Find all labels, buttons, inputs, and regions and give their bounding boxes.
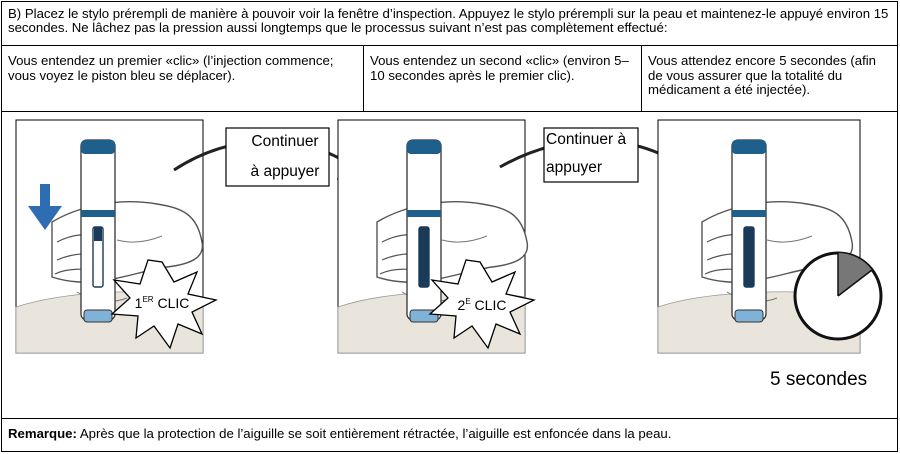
- column-wait-text: Vous attendez encore 5 secondes (afin de…: [648, 53, 877, 97]
- autoinjector-pen-3: [731, 139, 767, 323]
- timer-icon: [793, 251, 883, 341]
- column-second-click: Vous entendez un second «clic» (environ …: [364, 46, 642, 112]
- click-burst-1: 1ER CLIC: [110, 259, 218, 350]
- panel-second-click: 2E CLIC: [337, 119, 536, 354]
- timer-label: 5 secondes: [770, 369, 867, 390]
- arrow1-line2: à appuyer: [251, 163, 320, 180]
- step-instruction-row: B) Placez le stylo prérempli de manière …: [2, 2, 897, 46]
- down-arrow-icon: [28, 184, 62, 230]
- autoinjector-pen: [80, 139, 116, 323]
- inspection-window-3: [743, 226, 755, 288]
- note-row: Remarque: Après que la protection de l’a…: [2, 419, 897, 453]
- arrow2-line1: Continuer à: [546, 131, 627, 148]
- injection-illustration: 1ER CLIC Continuer à appuyer: [15, 119, 883, 390]
- autoinjector-pen-2: [406, 139, 442, 323]
- continue-arrow-2: Continuer à appuyer: [499, 127, 698, 183]
- note-text: Après que la protection de l’aiguille se…: [76, 426, 672, 441]
- column-first-click-text: Vous entendez un premier «clic» (l’injec…: [8, 53, 334, 83]
- inspection-window-2: [418, 226, 430, 288]
- column-first-click: Vous entendez un premier «clic» (l’injec…: [2, 46, 364, 112]
- arrow2-line2: appuyer: [546, 159, 602, 176]
- note-label: Remarque:: [8, 426, 77, 441]
- column-wait: Vous attendez encore 5 secondes (afin de…: [642, 46, 899, 112]
- click-burst-2: 2E CLIC: [428, 259, 536, 350]
- step-columns-row: Vous entendez un premier «clic» (l’injec…: [2, 46, 897, 112]
- click2-label: 2E CLIC: [458, 297, 507, 313]
- column-second-click-text: Vous entendez un second «clic» (environ …: [370, 53, 629, 83]
- click1-label: 1ER CLIC: [135, 295, 190, 311]
- panel-wait: [657, 119, 883, 354]
- arrow1-line1: Continuer: [251, 133, 318, 150]
- step-instruction: B) Placez le stylo prérempli de manière …: [8, 6, 889, 35]
- panel-first-click: 1ER CLIC: [15, 119, 218, 354]
- illustration-row: 1ER CLIC Continuer à appuyer: [2, 112, 897, 419]
